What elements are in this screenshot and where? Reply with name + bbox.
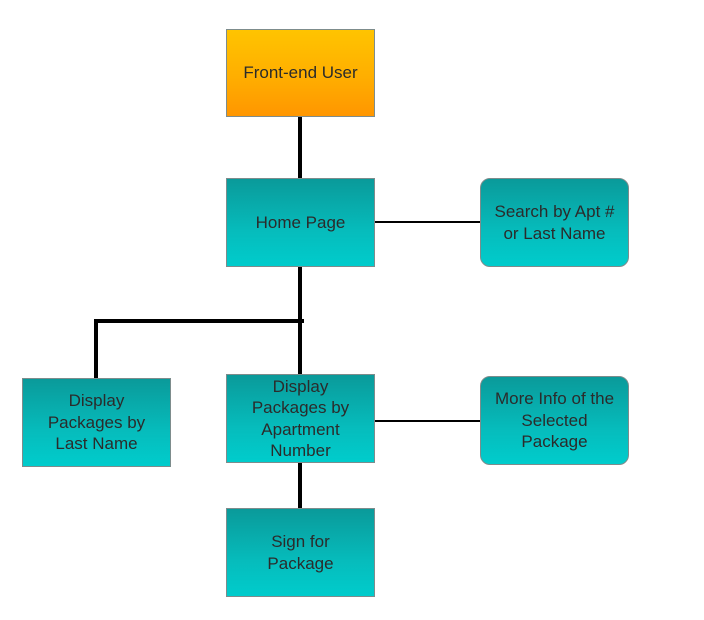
node-home-page: Home Page xyxy=(226,178,375,267)
node-front-end-user-label: Front-end User xyxy=(243,63,358,83)
node-search-label: Search by Apt #or Last Name xyxy=(494,202,615,243)
node-front-end-user: Front-end User xyxy=(226,29,375,117)
connector-branch-last-name xyxy=(94,319,304,378)
node-search: Search by Apt #or Last Name xyxy=(480,178,629,267)
node-home-page-label: Home Page xyxy=(255,212,346,232)
